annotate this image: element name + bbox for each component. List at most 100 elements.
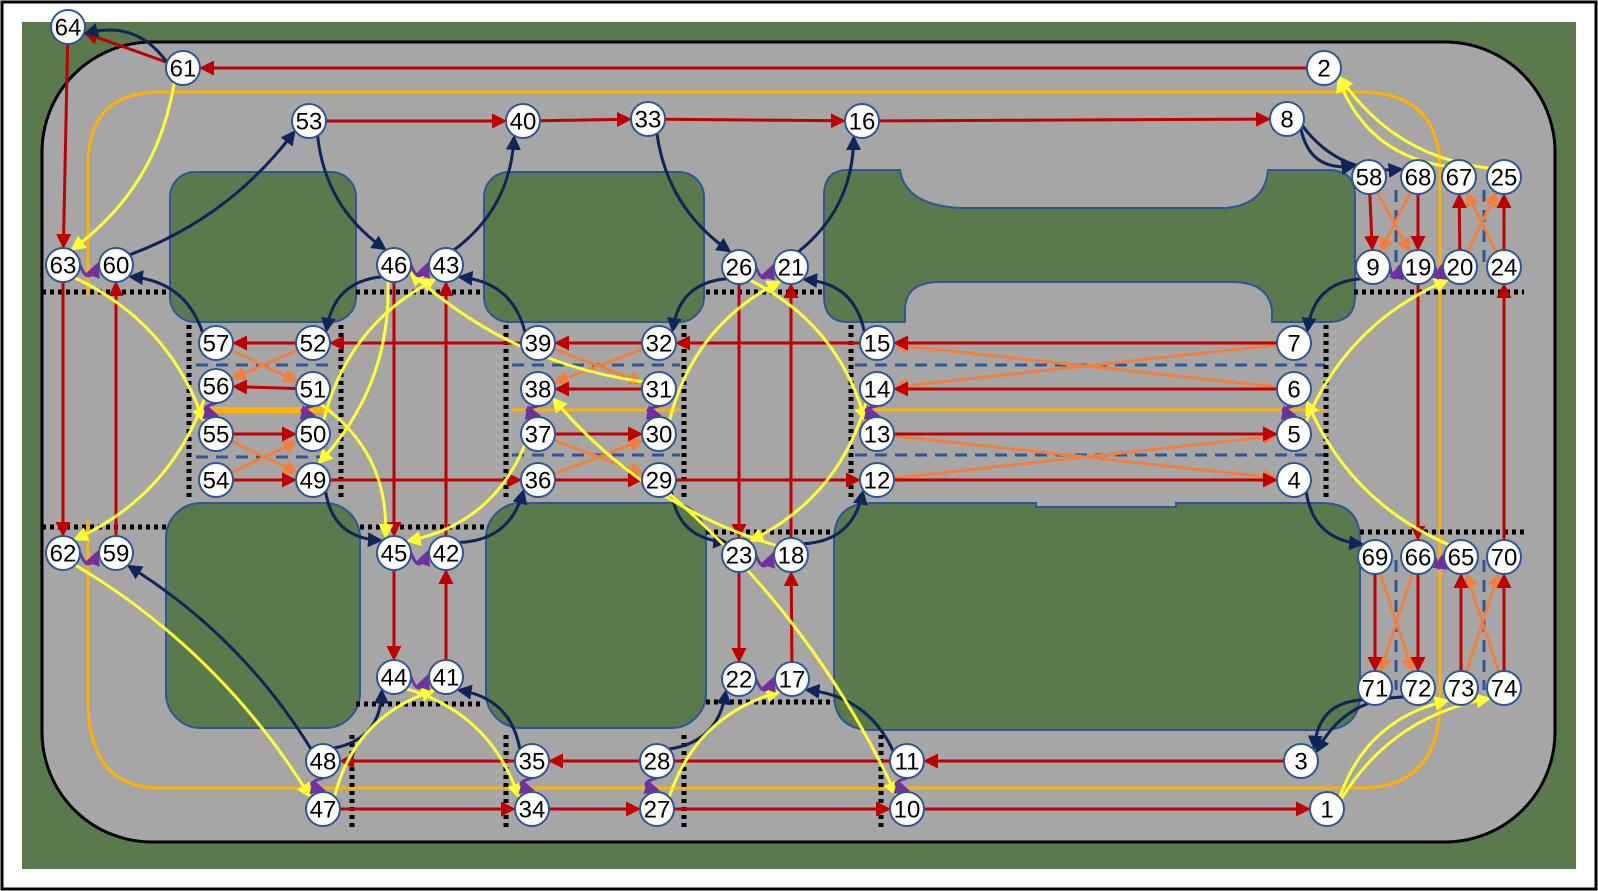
node-label: 17 xyxy=(779,667,806,694)
node-circle xyxy=(505,103,541,139)
node-34: 34 xyxy=(514,791,550,827)
node-label: 18 xyxy=(778,543,805,570)
node-30: 30 xyxy=(641,416,677,452)
node-label: 13 xyxy=(864,422,891,449)
node-label: 51 xyxy=(300,377,327,404)
node-label: 9 xyxy=(1366,255,1379,282)
node-29: 29 xyxy=(641,462,677,498)
node-circle xyxy=(305,743,341,779)
node-74: 74 xyxy=(1486,670,1522,706)
edge-navy-57-60 xyxy=(128,270,205,333)
node-22: 22 xyxy=(721,661,757,697)
node-31: 31 xyxy=(641,371,677,407)
node-label: 63 xyxy=(50,253,77,280)
node-19: 19 xyxy=(1400,249,1436,285)
node-label: 5 xyxy=(1287,422,1300,449)
node-16: 16 xyxy=(844,103,880,139)
node-label: 65 xyxy=(1448,545,1475,572)
node-label: 16 xyxy=(849,109,876,136)
node-circle xyxy=(98,247,134,283)
node-circle xyxy=(859,371,895,407)
node-label: 69 xyxy=(1362,545,1389,572)
node-circle xyxy=(305,791,341,827)
node-61: 61 xyxy=(165,50,201,86)
node-14: 14 xyxy=(859,371,895,407)
node-circle xyxy=(1306,50,1342,86)
node-circle xyxy=(774,661,810,697)
node-circle xyxy=(198,368,234,404)
node-label: 36 xyxy=(525,468,552,495)
edge-yellow-65-6 xyxy=(1305,399,1450,547)
edge-navy-21-16 xyxy=(797,135,862,253)
node-73: 73 xyxy=(1443,670,1479,706)
edge-uturn-63-60 xyxy=(78,262,100,279)
node-circle xyxy=(1276,416,1312,452)
edge-navy-72-3 xyxy=(1315,695,1404,754)
node-label: 28 xyxy=(644,749,671,776)
node-50: 50 xyxy=(295,416,331,452)
node-circle xyxy=(1276,371,1312,407)
node-18: 18 xyxy=(773,537,809,573)
edge-uturn-28-27 xyxy=(643,776,660,795)
edge-red-58-9 xyxy=(1364,193,1380,251)
node-49: 49 xyxy=(295,462,331,498)
node-label: 54 xyxy=(203,468,230,495)
node-label: 52 xyxy=(300,331,327,358)
node-label: 40 xyxy=(510,109,537,136)
island-top-middle xyxy=(483,171,705,323)
edge-uturn-51-50 xyxy=(299,404,316,420)
node-71: 71 xyxy=(1357,670,1393,706)
node-label: 49 xyxy=(300,468,327,495)
node-8: 8 xyxy=(1269,101,1305,137)
edge-navy-39-43 xyxy=(457,270,527,333)
node-25: 25 xyxy=(1486,159,1522,195)
node-28: 28 xyxy=(639,743,675,779)
edge-yellow-63-55 xyxy=(73,276,207,423)
node-circle xyxy=(376,659,412,695)
node-label: 21 xyxy=(778,255,805,282)
node-circle xyxy=(520,371,556,407)
node-label: 38 xyxy=(525,377,552,404)
node-label: 55 xyxy=(203,422,230,449)
node-4: 4 xyxy=(1276,462,1312,498)
node-circle xyxy=(1283,743,1319,779)
node-circle xyxy=(844,103,880,139)
node-circle xyxy=(1400,159,1436,195)
node-circle xyxy=(45,247,81,283)
node-64: 64 xyxy=(50,9,86,45)
node-37: 37 xyxy=(520,416,556,452)
edge-yellow-62-47 xyxy=(74,563,312,799)
edge-uturn-35-34 xyxy=(518,776,535,795)
edge-yellow-61-63 xyxy=(70,82,176,251)
edge-lanechange-39-31 xyxy=(553,347,645,385)
edge-yellow-14-23 xyxy=(748,401,868,542)
node-circle xyxy=(428,535,464,571)
edge-yellow-27-17 xyxy=(667,688,782,798)
node-40: 40 xyxy=(505,103,541,139)
node-13: 13 xyxy=(859,416,895,452)
island-bottom-right xyxy=(833,502,1361,731)
edge-red-40-33 xyxy=(539,111,632,127)
edge-lanechange-66-71 xyxy=(1377,572,1415,673)
node-circle xyxy=(1442,249,1478,285)
edge-uturn-11-10 xyxy=(893,776,910,795)
node-label: 10 xyxy=(894,797,921,824)
node-label: 57 xyxy=(203,331,230,358)
node-label: 46 xyxy=(381,253,408,280)
node-label: 8 xyxy=(1280,107,1293,134)
node-52: 52 xyxy=(295,325,331,361)
node-label: 45 xyxy=(381,541,408,568)
node-circle xyxy=(198,416,234,452)
node-label: 66 xyxy=(1405,545,1432,572)
edge-navy-9-7 xyxy=(1301,277,1361,333)
island-top-left xyxy=(169,171,357,323)
node-circle xyxy=(859,416,895,452)
edge-red-17-18 xyxy=(783,571,799,663)
node-67: 67 xyxy=(1441,159,1477,195)
node-label: 70 xyxy=(1491,545,1518,572)
node-60: 60 xyxy=(98,247,134,283)
edge-yellow-37-45 xyxy=(405,444,527,546)
node-17: 17 xyxy=(774,661,810,697)
node-label: 35 xyxy=(519,749,546,776)
